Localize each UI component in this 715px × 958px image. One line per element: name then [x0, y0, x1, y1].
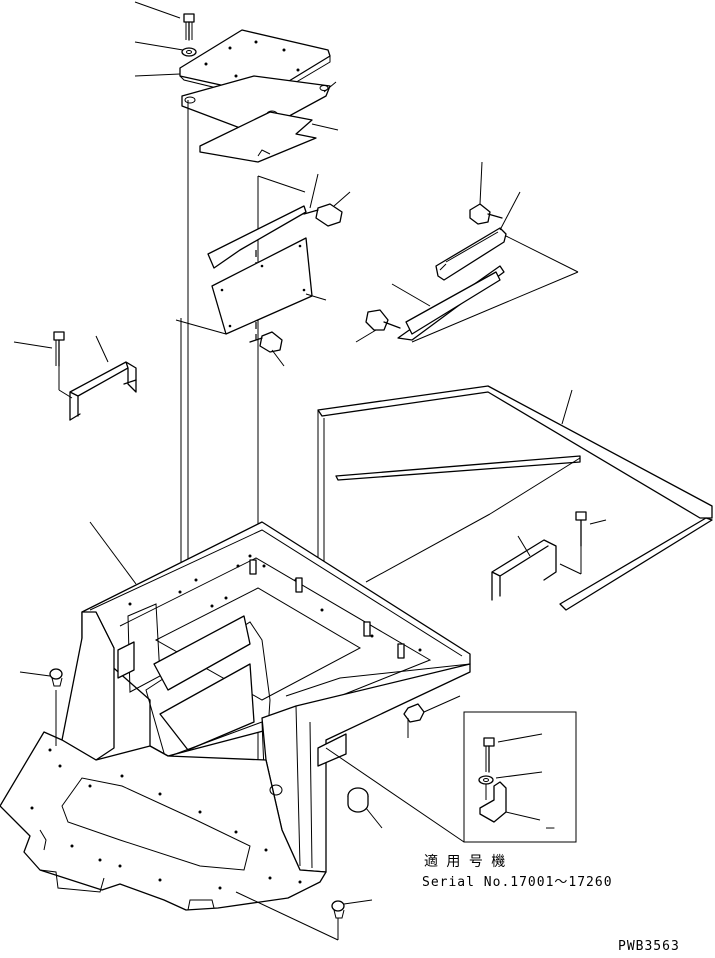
detail-dash-mark: —	[546, 820, 555, 836]
floor-frame-left-pillar	[61, 611, 115, 761]
applicability-label: 適 用 号 機	[424, 853, 505, 870]
right-bracket	[435, 227, 507, 281]
floor-frame-top	[81, 521, 471, 757]
panel-bolt	[303, 203, 343, 227]
detail-bracket	[479, 781, 507, 823]
right-handrail	[491, 539, 557, 601]
detail-washer	[478, 775, 494, 785]
left-handrail	[69, 361, 137, 421]
top-washer	[181, 47, 197, 57]
frame-studs	[249, 559, 405, 659]
top-gasket	[181, 75, 331, 135]
right-cover-bolt	[365, 309, 401, 331]
floor-mat-side-strip	[559, 517, 713, 611]
right-bolt	[469, 203, 503, 225]
bottom-plug	[331, 900, 345, 919]
panel-bolt-lower	[249, 331, 283, 353]
floor-mat-front-strip	[335, 455, 581, 481]
right-handrail-bolt	[575, 511, 587, 547]
serial-range: Serial No.17001～17260	[422, 875, 613, 890]
left-handrail-bolt	[53, 331, 65, 367]
frame-leader	[89, 521, 137, 585]
detail-box	[463, 711, 577, 843]
top-cushion-pad	[199, 111, 317, 163]
detail-bolt	[483, 737, 495, 773]
grommet	[347, 787, 369, 813]
side-gasket-strip	[207, 205, 307, 269]
drawing-id: PWB3563	[618, 939, 680, 954]
left-plug	[49, 668, 63, 687]
floor-base-plate	[0, 731, 327, 911]
frame-side-bolt	[403, 703, 425, 723]
top-bolt	[183, 13, 195, 41]
